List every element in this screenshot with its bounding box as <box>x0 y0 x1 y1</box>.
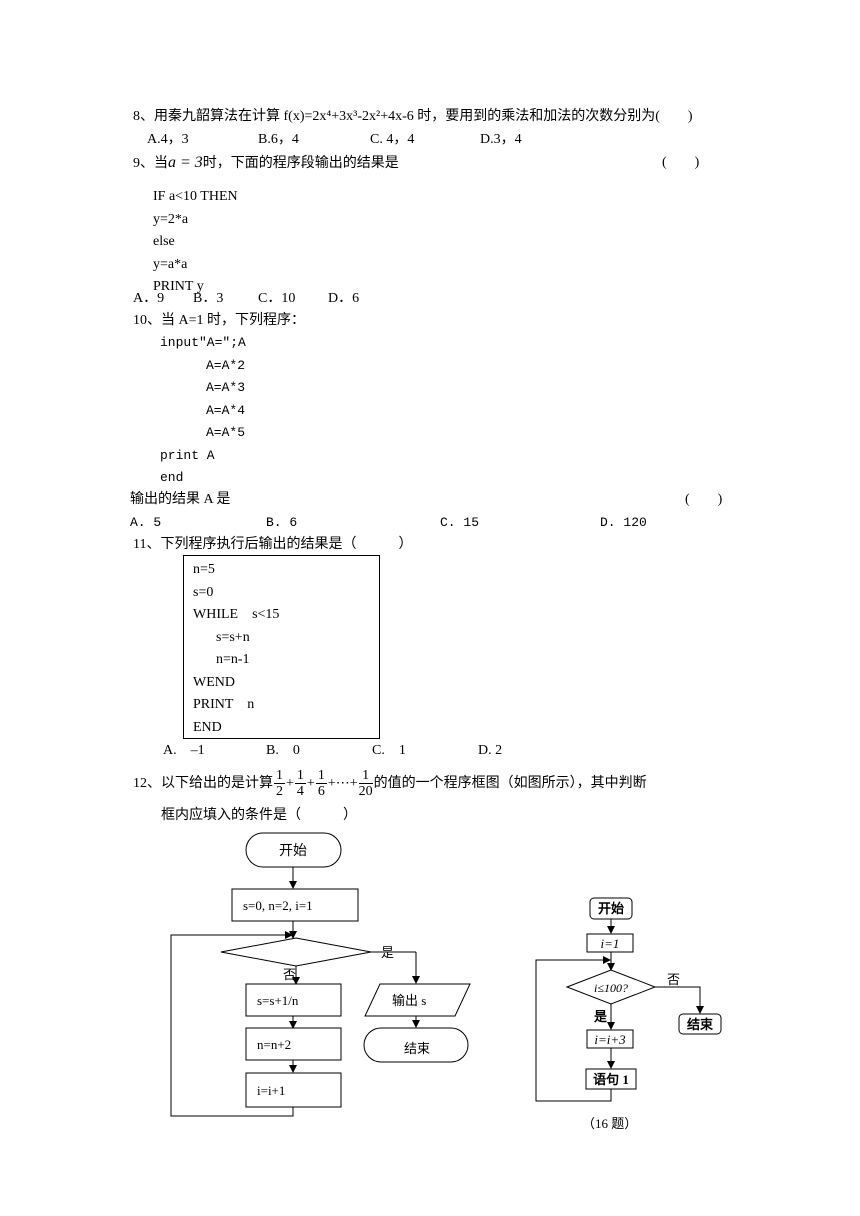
q9-stem-suffix: 时，下面的程序段输出的结果是 <box>202 156 399 171</box>
flow-right-stmt-label: 语句 1 <box>593 1072 629 1087</box>
q9-stem-var: a = 3 <box>168 154 203 171</box>
q10-code-line-1: input"A=";A <box>160 335 246 350</box>
q10-code-line-5: A=A*5 <box>206 425 246 440</box>
flow-left-i-update-label: i=i+1 <box>257 1083 285 1098</box>
q11-code-line-7: PRINT n <box>193 697 255 712</box>
flow-right-end-box <box>678 1013 722 1035</box>
flow-right-init-box <box>586 933 634 953</box>
q9-paren: ( ) <box>662 155 700 170</box>
q11-option-c: C. 1 <box>372 743 406 758</box>
flow-left-start-label: 开始 <box>279 843 307 859</box>
q9-code-line-5: PRINT y <box>153 279 204 294</box>
flow-right-no-line <box>655 986 704 1014</box>
q10-option-d: D. 120 <box>600 515 647 530</box>
q12-stem-prefix: 12、以下给出的是计算 <box>133 776 273 791</box>
q10-code-line-2: A=A*2 <box>206 358 246 373</box>
q8-option-d: D.3，4 <box>480 132 522 147</box>
q11-code-line-3: WHILE s<15 <box>193 607 280 622</box>
q8-option-b: B.6，4 <box>258 132 299 147</box>
q12-plus: + <box>349 776 358 791</box>
flow-right-init-label: i=1 <box>601 936 620 951</box>
flow-right-cond-label: i≤100? <box>594 981 628 995</box>
flow-left-decision-diamond <box>220 937 372 967</box>
q11-code-line-6: WEND <box>193 675 235 690</box>
q10-option-c: C. 15 <box>440 515 480 530</box>
q9-code-line-3: else <box>153 234 175 249</box>
q9-code-line-1: IF a<10 THEN <box>153 189 238 204</box>
q8-option-c: C. 4，4 <box>370 132 415 147</box>
q11-code-line-5: n=n-1 <box>216 652 250 667</box>
flow-right-yes-label: 是 <box>593 1009 608 1024</box>
flow-left-output-label: 输出 s <box>392 993 426 1008</box>
flow-left-s-update-box <box>245 983 342 1017</box>
q11-code-box <box>183 555 380 739</box>
flow-left-init-box <box>231 888 359 922</box>
q10-option-b: B. 6 <box>266 515 298 530</box>
flow-left-loop-back-line <box>170 931 294 1117</box>
q9-stem-prefix: 9、当 <box>133 156 168 171</box>
flow-right-start-label: 开始 <box>598 901 624 916</box>
q12-plus: + <box>286 776 294 791</box>
q9-stem: 9、当a = 3时，下面的程序段输出的结果是 <box>133 154 399 173</box>
flow-left-s-update-label: s=s+1/n <box>257 993 299 1008</box>
flow-left-end-terminal <box>363 1027 469 1063</box>
q10-code-line-6: print A <box>160 448 215 463</box>
flow-right-no-label: 否 <box>667 972 680 987</box>
q12-stem-line2: 框内应填入的条件是（ ） <box>161 808 357 823</box>
q9-option-d: D．6 <box>328 291 360 306</box>
q9-code-line-4: y=a*a <box>153 257 188 272</box>
flow-right-loop-back-line <box>535 956 612 1102</box>
q9-option-b: B．3 <box>193 291 224 306</box>
q11-option-d: D. 2 <box>478 743 503 758</box>
q10-option-a: A. 5 <box>130 515 162 530</box>
q12-plus: + <box>327 776 336 791</box>
q8-stem: 8、用秦九韶算法在计算 f(x)=2x⁴+3x³-2x²+4x-6 时，要用到的… <box>133 109 693 124</box>
q10-stem: 10、当 A=1 时，下列程序： <box>133 313 306 328</box>
flow-right-step-box <box>586 1029 634 1049</box>
q10-result-line: 输出的结果 A 是 <box>130 492 231 507</box>
flow-left-no-label: 否 <box>283 967 296 982</box>
q11-code-line-4: s=s+n <box>216 630 250 645</box>
q9-option-c: C．10 <box>258 291 296 306</box>
flow-left-yes-label: 是 <box>381 945 394 960</box>
flow-right-step-label: i=i+3 <box>594 1032 626 1047</box>
flow-left-init-label: s=0, n=2, i=1 <box>243 898 313 913</box>
q12-stem-suffix: 的值的一个程序框图（如图所示），其中判断 <box>373 776 647 791</box>
q11-option-a: A. –1 <box>163 743 205 758</box>
q11-code-line-2: s=0 <box>193 585 214 600</box>
q10-paren: ( ) <box>685 492 723 507</box>
q9-code-line-2: y=2*a <box>153 212 189 227</box>
flow-right-end-label: 结束 <box>687 1017 714 1032</box>
q10-code-line-3: A=A*3 <box>206 380 246 395</box>
flow-left-end-label: 结束 <box>404 1041 430 1056</box>
q11-code-line-1: n=5 <box>193 562 215 577</box>
flow-left-n-update-label: n=n+2 <box>257 1037 291 1052</box>
q11-stem: 11、下列程序执行后输出的结果是（ ） <box>133 537 413 552</box>
q10-code-line-4: A=A*4 <box>206 403 246 418</box>
q10-code-line-7: end <box>160 470 184 485</box>
q9-option-a: A．9 <box>133 291 165 306</box>
q11-option-b: B. 0 <box>266 743 300 758</box>
q12-dots: ⋯ <box>335 776 350 791</box>
q11-code-line-8: END <box>193 720 222 735</box>
q12-plus: + <box>306 776 315 791</box>
flow-right-caption: （16 题） <box>582 1116 637 1131</box>
q8-option-a: A.4，3 <box>147 132 189 147</box>
flow-left-output-parallelogram <box>364 983 471 1017</box>
